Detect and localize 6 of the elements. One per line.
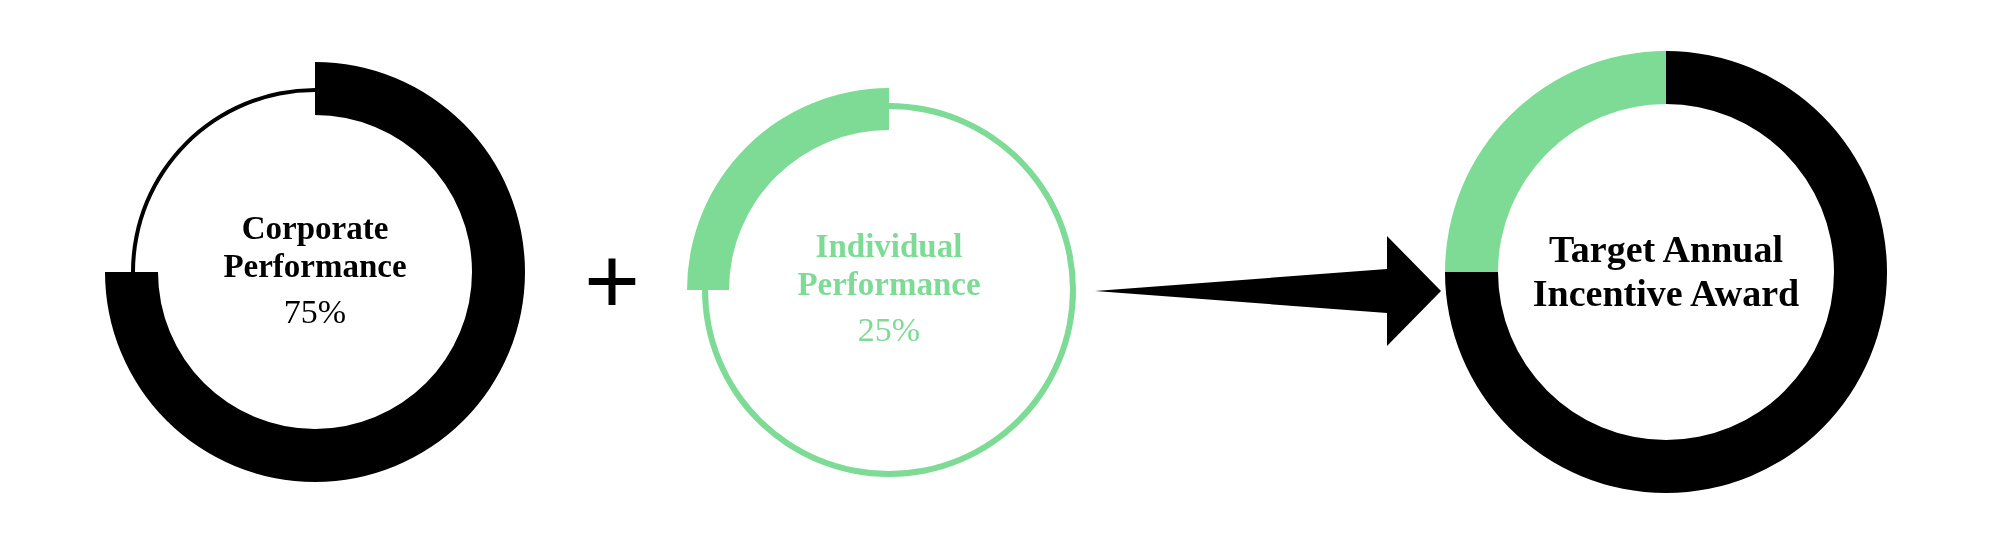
ring-title: Individual Performance bbox=[796, 227, 982, 304]
ring-title: Target Annual Incentive Award bbox=[1531, 228, 1801, 316]
percentage-value: 75% bbox=[283, 291, 347, 332]
ring-title: Corporate Performance bbox=[222, 209, 408, 286]
percentage-value: 25% bbox=[857, 309, 921, 350]
plus-sign: + bbox=[583, 232, 641, 332]
